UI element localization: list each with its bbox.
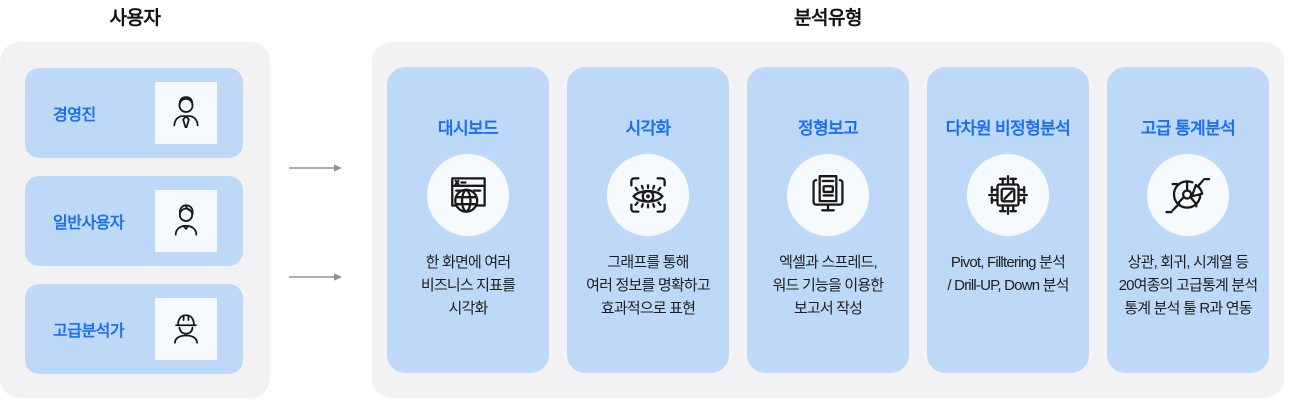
pie-statistics-icon bbox=[1147, 154, 1229, 236]
users-section-title: 사용자 bbox=[109, 8, 161, 29]
card-title: 다차원 비정형분석 bbox=[945, 119, 1071, 138]
cpu-chip-icon bbox=[967, 154, 1049, 236]
analysis-panel: 대시보드 한 화면에 여러 비즈니스 지표를 시각화 bbox=[372, 42, 1284, 398]
hardhat-analyst-icon bbox=[155, 298, 217, 360]
card-description: 한 화면에 여러 비즈니스 지표를 시각화 bbox=[420, 254, 516, 317]
monitor-report-icon bbox=[787, 154, 869, 236]
card-visualization: 시각화 그래프를 통해 여러 정보를 명확하고 효과적으로 표현 bbox=[567, 67, 729, 373]
user-label: 고급분석가 bbox=[53, 323, 125, 340]
card-title: 정형보고 bbox=[797, 119, 859, 138]
card-description: 그래프를 통해 여러 정보를 명확하고 효과적으로 표현 bbox=[586, 254, 711, 317]
card-dashboard: 대시보드 한 화면에 여러 비즈니스 지표를 시각화 bbox=[387, 67, 549, 373]
card-title: 대시보드 bbox=[437, 119, 499, 138]
user-box-analyst: 고급분석가 bbox=[25, 284, 243, 374]
card-title: 시각화 bbox=[625, 119, 671, 138]
card-structured-report: 정형보고 엑셀과 스프레드, 워드 기능을 이용한 보고서 작성 bbox=[747, 67, 909, 373]
card-description: Pivot, Filltering 분석 / Drill-UP, Down 분석 bbox=[947, 254, 1069, 294]
card-title: 고급 통계분석 bbox=[1140, 119, 1236, 138]
user-box-general-user: 일반사용자 bbox=[25, 176, 243, 266]
user-box-executive: 경영진 bbox=[25, 68, 243, 158]
user-label: 일반사용자 bbox=[53, 215, 125, 232]
card-description: 상관, 회귀, 시계열 등 20여종의 고급통계 분석 통계 분석 툴 R과 연… bbox=[1118, 254, 1259, 317]
card-description: 엑셀과 스프레드, 워드 기능을 이용한 보고서 작성 bbox=[772, 254, 885, 317]
users-panel: 경영진 일반사용자 bbox=[0, 42, 270, 398]
eye-scan-icon bbox=[607, 154, 689, 236]
general-user-icon bbox=[155, 190, 217, 252]
flow-arrow bbox=[289, 164, 342, 172]
user-label: 경영진 bbox=[53, 107, 96, 124]
dashboard-globe-icon bbox=[427, 154, 509, 236]
flow-arrow bbox=[289, 273, 342, 281]
executive-icon bbox=[155, 82, 217, 144]
analysis-section-title: 분석유형 bbox=[794, 8, 862, 29]
card-multidimensional-analysis: 다차원 비정형분석 bbox=[927, 67, 1089, 373]
card-advanced-statistics: 고급 통계분석 상관, 회귀, 시계열 등 20여종의 고급통계 분석 통계 bbox=[1107, 67, 1269, 373]
